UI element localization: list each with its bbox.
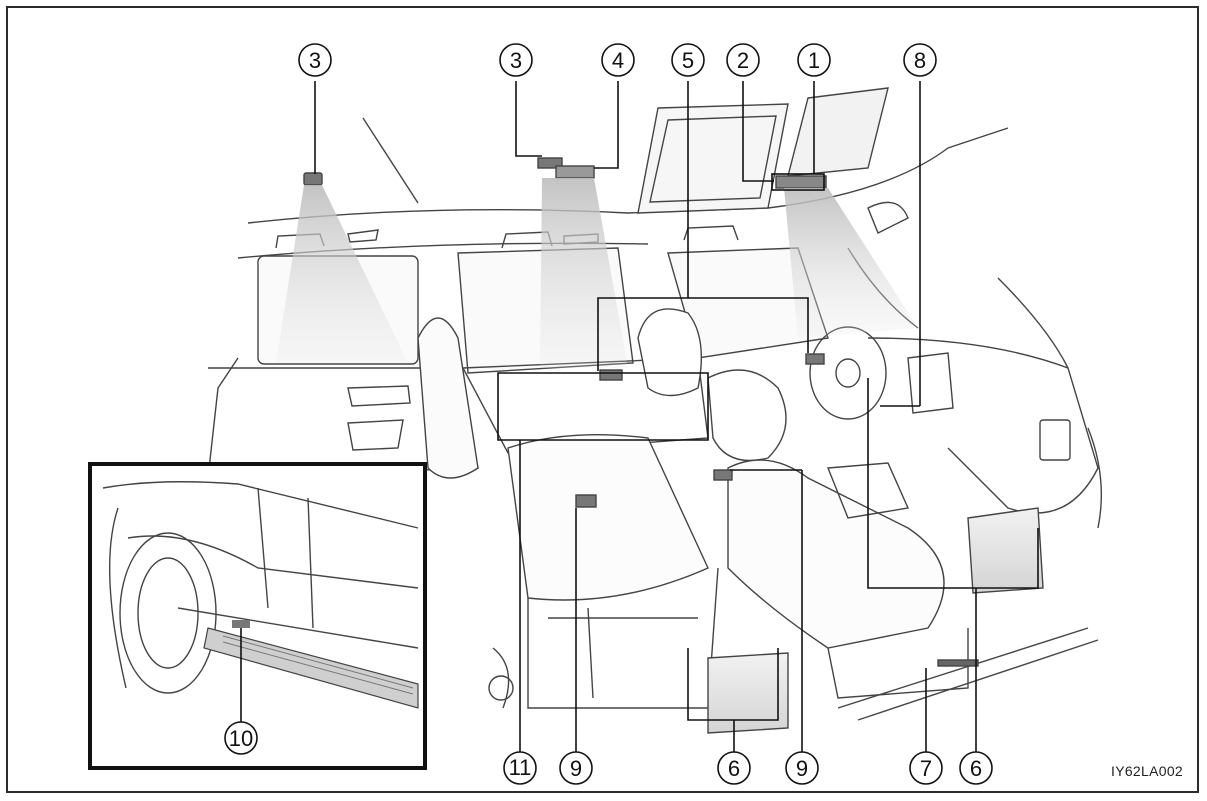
callout-4: 4	[601, 43, 635, 77]
svg-text:4: 4	[612, 48, 624, 73]
svg-text:5: 5	[682, 48, 694, 73]
callouts: 3 3 4 5 2 1 8 10 11 9 6 9 7 6	[224, 43, 993, 785]
svg-text:9: 9	[570, 756, 582, 781]
svg-text:3: 3	[510, 48, 522, 73]
callout-6-center: 6	[717, 751, 751, 785]
callout-5: 5	[671, 43, 705, 77]
callout-10: 10	[224, 721, 258, 755]
leader-lines	[314, 81, 1039, 753]
diagram-frame: 3 3 4 5 2 1 8 10 11 9 6 9 7 6 IY62LA002	[6, 6, 1199, 793]
callout-9-left: 9	[559, 751, 593, 785]
svg-text:10: 10	[229, 726, 253, 751]
svg-text:8: 8	[914, 48, 926, 73]
callout-7: 7	[909, 751, 943, 785]
figure-code: IY62LA002	[1111, 763, 1183, 779]
svg-text:2: 2	[737, 48, 749, 73]
svg-text:3: 3	[309, 48, 321, 73]
svg-text:1: 1	[808, 48, 820, 73]
callout-2: 2	[726, 43, 760, 77]
svg-text:9: 9	[796, 756, 808, 781]
svg-text:6: 6	[970, 756, 982, 781]
callout-6-right: 6	[959, 751, 993, 785]
running-board-inset	[88, 462, 427, 770]
svg-text:11: 11	[509, 755, 532, 780]
svg-text:6: 6	[728, 756, 740, 781]
callout-9-right: 9	[785, 751, 819, 785]
vehicle-interior-illustration: 3 3 4 5 2 1 8 10 11 9 6 9 7 6	[88, 43, 1103, 785]
callout-3-left: 3	[298, 43, 332, 77]
callout-1: 1	[797, 43, 831, 77]
svg-text:7: 7	[920, 756, 932, 781]
callout-11: 11	[503, 751, 537, 785]
callout-3-center: 3	[499, 43, 533, 77]
callout-8: 8	[903, 43, 937, 77]
light-beams	[276, 178, 918, 368]
